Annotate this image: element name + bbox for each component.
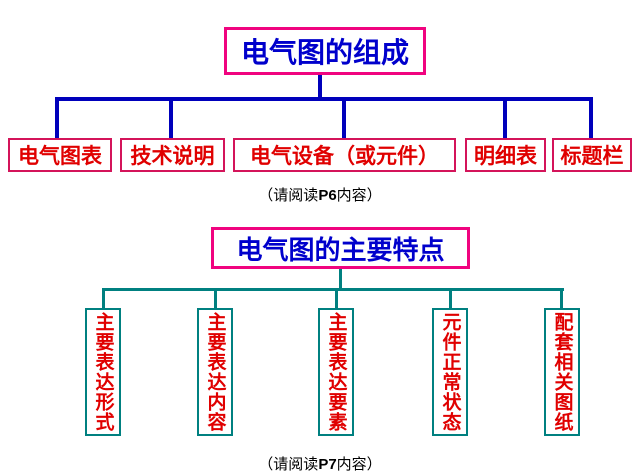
bottom-child-label: 主要表达内容 (204, 312, 226, 432)
bottom-child-label: 元件正常状态 (439, 312, 461, 432)
top-connector-drop (55, 101, 59, 138)
top-child-label: 标题栏 (560, 144, 624, 168)
bottom-caption-page-ref: P7 (318, 456, 337, 473)
bottom-caption-prefix: （请阅读 (258, 457, 319, 473)
top-child-box-detail-list: 明细表 (465, 138, 546, 172)
bottom-caption-suffix: 内容） (336, 457, 382, 473)
top-connector-bus (55, 97, 593, 101)
top-caption: （请阅读P6内容） (0, 184, 640, 205)
top-child-label: 技术说明 (130, 144, 215, 168)
top-connector-drop (342, 101, 346, 138)
top-child-box-title-block: 标题栏 (552, 138, 632, 172)
top-connector-drop (169, 101, 173, 138)
bottom-child-box-main-expression-form: 主要表达形式 (85, 308, 121, 436)
top-child-label: 电气图表 (18, 144, 102, 168)
bottom-connector-bus (102, 288, 564, 291)
bottom-connector-drop (335, 291, 338, 308)
bottom-caption: （请阅读P7内容） (0, 453, 640, 474)
bottom-diagram-title-box: 电气图的主要特点 (211, 227, 470, 269)
bottom-child-label: 配套相关图纸 (551, 312, 573, 432)
bottom-connector-drop (214, 291, 217, 308)
top-connector-drop (503, 101, 507, 138)
bottom-child-label: 主要表达形式 (92, 312, 114, 432)
bottom-connector-drop (560, 291, 563, 308)
bottom-connector-stem (339, 269, 342, 288)
bottom-child-label: 主要表达要素 (325, 312, 347, 432)
top-caption-page-ref: P6 (318, 187, 337, 204)
bottom-connector-drop (102, 291, 105, 308)
top-connector-drop (589, 101, 593, 138)
top-child-label: 明细表 (474, 144, 537, 168)
top-connector-stem (318, 75, 322, 97)
bottom-child-box-main-expression-content: 主要表达内容 (197, 308, 233, 436)
top-caption-prefix: （请阅读 (258, 188, 319, 204)
top-caption-suffix: 内容） (336, 188, 382, 204)
top-child-box-technical-description: 技术说明 (120, 138, 225, 172)
top-diagram-title-box: 电气图的组成 (224, 27, 426, 75)
top-diagram-title: 电气图的组成 (240, 38, 409, 69)
bottom-child-box-related-drawings: 配套相关图纸 (544, 308, 580, 436)
top-child-label: 电气设备（或元件） (250, 144, 439, 168)
bottom-child-box-main-expression-elements: 主要表达要素 (318, 308, 354, 436)
bottom-child-box-component-normal-state: 元件正常状态 (432, 308, 468, 436)
top-child-box-electrical-charts: 电气图表 (8, 138, 112, 172)
bottom-connector-drop (449, 291, 452, 308)
top-child-box-electrical-equipment: 电气设备（或元件） (233, 138, 456, 172)
bottom-diagram-title: 电气图的主要特点 (236, 235, 445, 265)
